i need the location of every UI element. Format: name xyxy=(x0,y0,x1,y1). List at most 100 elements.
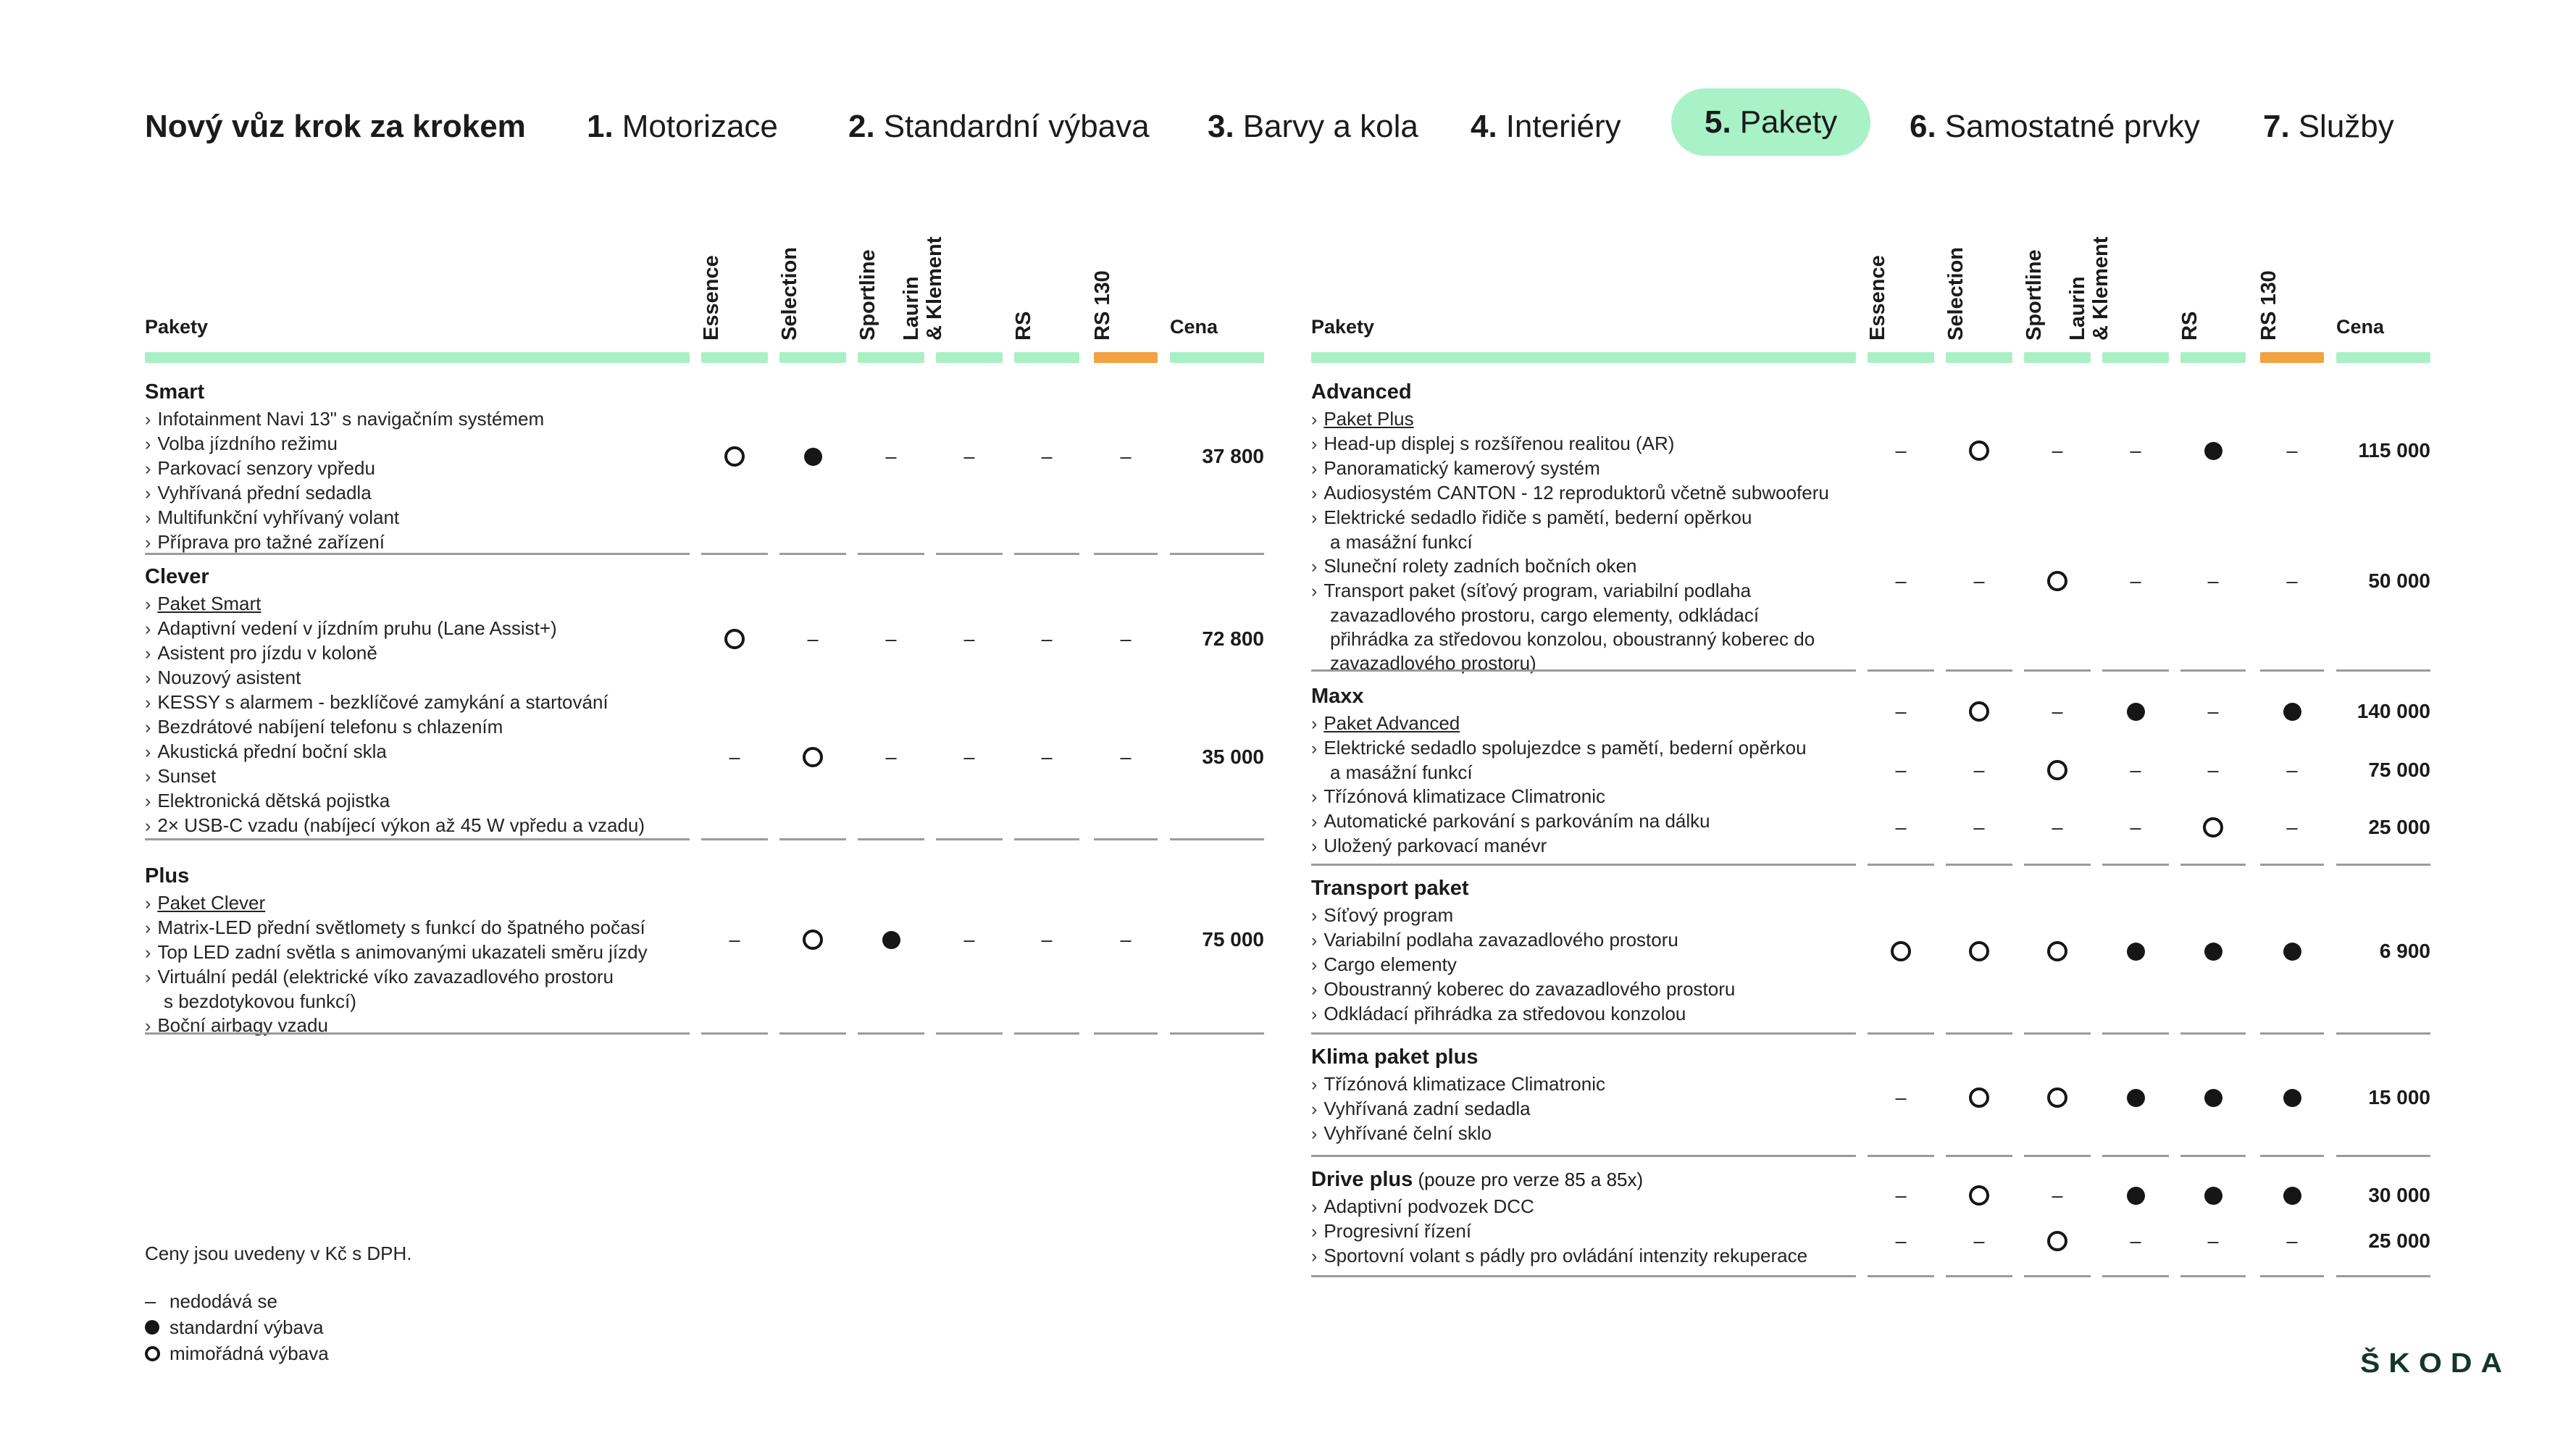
nav-step-number: 4. xyxy=(1471,109,1497,144)
chevron-icon: › xyxy=(145,508,151,528)
not-available-icon: – xyxy=(1895,1184,1907,1206)
standard-equipment-icon xyxy=(2259,1183,2325,1208)
row-divider xyxy=(2180,1032,2246,1035)
column-label-selection: Selection xyxy=(778,247,801,341)
option-price: 25 000 xyxy=(2368,816,2430,838)
package-title: Drive plus (pouze pro verze 85 a 85x) xyxy=(1311,1168,1644,1191)
nav-step-number: 5. xyxy=(1705,104,1731,140)
chevron-icon: › xyxy=(1311,581,1318,601)
header-underline xyxy=(701,352,768,363)
not-available-icon: – xyxy=(2286,816,2298,838)
package-block-klima-paket-plus: Klima paket plus›Třízónová klimatizace C… xyxy=(1311,1042,2435,1157)
row-divider xyxy=(2102,1275,2169,1277)
package-feature: ›Vyhřívaná zadní sedadla xyxy=(1311,1097,1862,1122)
package-feature: ›Sportovní volant s pádly pro ovládání i… xyxy=(1311,1244,1862,1269)
row-divider xyxy=(2336,1275,2430,1277)
not-available-icon: – xyxy=(2207,700,2219,722)
feature-text: Head-up displej s rozšířenou realitou (A… xyxy=(1323,433,1675,454)
feature-text: Uložený parkovací manévr xyxy=(1323,835,1547,856)
header-underline xyxy=(1014,352,1079,363)
nav-step-label: Standardní výbava xyxy=(883,109,1150,144)
row-divider xyxy=(1868,1032,1934,1035)
feature-text: Progresivní řízení xyxy=(1323,1220,1472,1242)
chevron-icon: › xyxy=(145,767,151,787)
not-available-icon: – xyxy=(2286,569,2298,592)
feature-link[interactable]: Paket Advanced xyxy=(1323,712,1460,734)
chevron-icon: › xyxy=(145,693,151,713)
optional-equipment-icon xyxy=(779,927,846,952)
nav-step-samostatn-prvky[interactable]: 6.Samostatné prvky xyxy=(1910,109,2200,145)
not-available-icon: – xyxy=(1973,569,1985,592)
row-divider xyxy=(2180,864,2246,866)
nav-step-label: Samostatné prvky xyxy=(1944,109,2200,144)
chevron-icon: › xyxy=(145,717,151,738)
option-row: –––––75 000 xyxy=(1311,758,2435,782)
row-divider xyxy=(1311,1155,1856,1157)
row-divider xyxy=(2180,1155,2246,1157)
feature-text: Příprava pro tažné zařízení xyxy=(157,531,385,553)
nav-step-slu-by[interactable]: 7.Služby xyxy=(2263,109,2394,145)
column-label-rs-130: RS 130 xyxy=(2257,270,2280,341)
package-feature: ›Asistent pro jízdu v koloně xyxy=(145,641,695,666)
package-title-suffix: (pouze pro verze 85 a 85x) xyxy=(1413,1169,1644,1190)
nav-step-interi-ry[interactable]: 4.Interiéry xyxy=(1471,109,1621,145)
feature-text: 2× USB-C vzadu (nabíjecí výkon až 45 W v… xyxy=(157,814,645,836)
table-header-cena: Cena xyxy=(2336,316,2385,338)
feature-text: Infotainment Navi 13" s navigačním systé… xyxy=(157,408,545,430)
standard-equipment-icon xyxy=(145,1320,170,1335)
package-feature: ›2× USB-C vzadu (nabíjecí výkon až 45 W … xyxy=(145,814,695,838)
nav-step-motorizace[interactable]: 1.Motorizace xyxy=(587,109,778,145)
row-divider xyxy=(701,553,768,555)
package-feature: ›Progresivní řízení xyxy=(1311,1219,1862,1244)
standard-equipment-icon xyxy=(2180,1183,2246,1208)
optional-equipment-icon xyxy=(2024,939,2091,964)
nav-step-pakety[interactable]: 5.Pakety xyxy=(1671,88,1871,156)
package-feature: ›Paket Advanced xyxy=(1311,711,1862,736)
page-title: Nový vůz krok za krokem xyxy=(145,109,526,144)
chevron-icon: › xyxy=(145,483,151,504)
feature-text: Třízónová klimatizace Climatronic xyxy=(1323,785,1605,807)
package-feature: ›Elektrické sedadlo spolujezdce s pamětí… xyxy=(1311,736,1862,785)
package-feature: ›Vyhřívané čelní sklo xyxy=(1311,1122,1862,1146)
package-feature: ›Bezdrátové nabíjení telefonu s chlazení… xyxy=(145,715,695,740)
column-label-essence: Essence xyxy=(1866,255,1889,341)
standard-equipment-icon xyxy=(2102,1183,2169,1208)
chevron-icon: › xyxy=(145,434,151,454)
feature-list: ›Paket Clever›Matrix-LED přední světlome… xyxy=(145,891,695,1038)
not-available-icon: – xyxy=(2052,1184,2063,1206)
column-label-laurin-klement: Laurin & Klement xyxy=(2066,236,2112,341)
not-available-icon: – xyxy=(2286,1229,2298,1252)
package-block-transport-paket: Transport paket›Síťový program›Variabiln… xyxy=(1311,873,2435,1035)
feature-link[interactable]: Paket Plus xyxy=(1323,408,1414,430)
not-available-icon: – xyxy=(2286,439,2298,462)
nav-step-barvy-a-kola[interactable]: 3.Barvy a kola xyxy=(1208,109,1418,145)
row-divider xyxy=(2260,1155,2324,1157)
option-price: 15 000 xyxy=(2368,1086,2430,1108)
header-underline xyxy=(858,352,924,363)
feature-text: Adaptivní vedení v jízdním pruhu (Lane A… xyxy=(157,617,557,639)
nav-step-standardn-v-bava[interactable]: 2.Standardní výbava xyxy=(848,109,1150,145)
feature-link[interactable]: Paket Clever xyxy=(157,892,266,914)
optional-equipment-icon xyxy=(701,627,768,651)
legend-item: mimořádná výbava xyxy=(145,1340,329,1366)
column-label-laurin-klement: Laurin & Klement xyxy=(900,236,946,341)
header-underline xyxy=(2336,352,2430,363)
feature-text: Variabilní podlaha zavazadlového prostor… xyxy=(1323,929,1678,951)
package-feature: ›Top LED zadní světla s animovanými ukaz… xyxy=(145,940,695,965)
row-divider xyxy=(936,838,1003,840)
package-feature: ›Head-up displej s rozšířenou realitou (… xyxy=(1311,432,1862,456)
row-divider xyxy=(2260,1275,2324,1277)
chevron-icon: › xyxy=(1311,508,1318,528)
not-available-icon: – xyxy=(2130,569,2141,592)
row-divider xyxy=(779,1032,846,1035)
header-underline xyxy=(936,352,1003,363)
not-available-icon: – xyxy=(1895,1229,1907,1252)
package-feature: ›Uložený parkovací manévr xyxy=(1311,834,1862,859)
package-title: Klima paket plus xyxy=(1311,1045,1479,1069)
not-available-icon: – xyxy=(963,746,975,768)
optional-equipment-icon xyxy=(1946,699,2012,724)
row-divider xyxy=(2336,1155,2430,1157)
feature-link[interactable]: Paket Smart xyxy=(157,593,262,614)
optional-equipment-icon xyxy=(2024,1085,2091,1110)
